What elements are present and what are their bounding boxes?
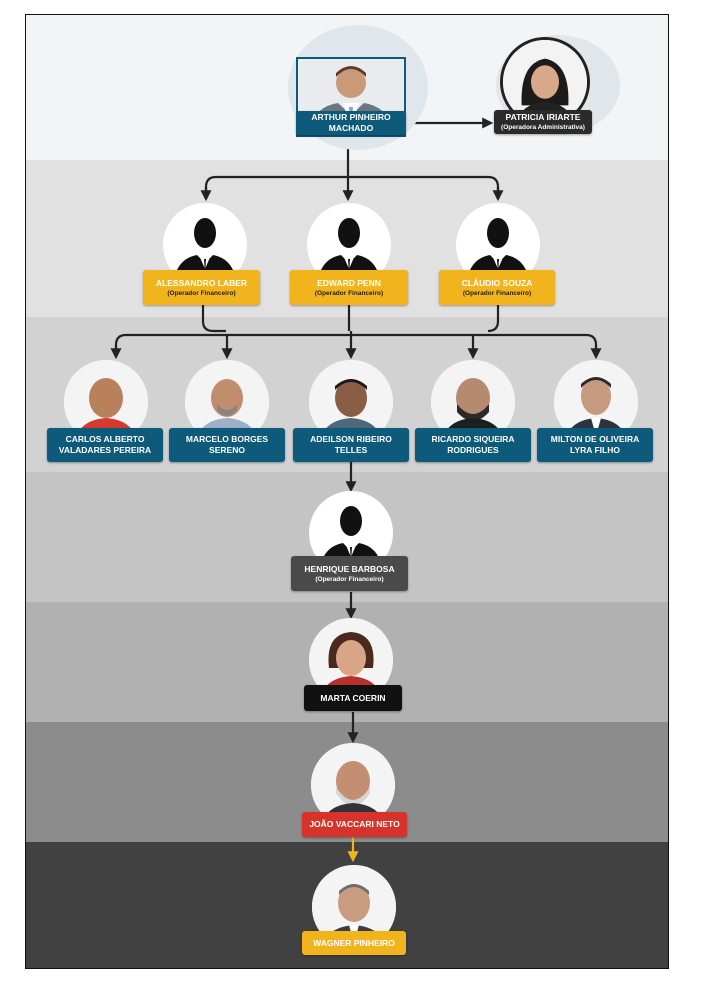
org-chart: ARTHUR PINHEIRO MACHADO PATRICIA IRIARTE…: [25, 14, 669, 969]
carlos-line2: VALADARES PEREIRA: [58, 445, 152, 455]
alessandro-name: ALESSANDRO LABER: [155, 277, 248, 288]
line-claudio-down: [487, 305, 500, 333]
adeilson-line2: TELLES: [334, 445, 368, 455]
joao-label: JOÃO VACCARI NETO: [302, 812, 407, 837]
alessandro-role: (Operador Financeiro): [167, 289, 236, 297]
ricardo-label: RICARDO SIQUEIRA RODRIGUES: [415, 428, 531, 462]
marta-label: MARTA COERIN: [304, 685, 402, 711]
joao-name: JOÃO VACCARI NETO: [309, 819, 400, 829]
marta-name: MARTA COERIN: [320, 692, 386, 703]
ricardo-line1: RICARDO SIQUEIRA: [431, 434, 515, 444]
patricia-name: PATRICIA IRIARTE: [505, 112, 581, 122]
wagner-label: WAGNER PINHEIRO: [302, 931, 406, 955]
marcelo-line2: SERENO: [209, 445, 245, 455]
claudio-name: CLÁUDIO SOUZA: [461, 277, 533, 288]
arthur-label: ARTHUR PINHEIRO MACHADO: [296, 111, 406, 135]
claudio-role: (Operador Financeiro): [462, 289, 532, 297]
henrique-label: HENRIQUE BARBOSA (Operador Financeiro): [291, 556, 408, 591]
milton-label: MILTON DE OLIVEIRA LYRA FILHO: [537, 428, 653, 462]
arthur-name-line1: ARTHUR PINHEIRO: [311, 112, 391, 122]
arthur-name-line2: MACHADO: [328, 123, 374, 133]
carlos-label: CARLOS ALBERTO VALADARES PEREIRA: [47, 428, 163, 462]
edward-label: EDWARD PENN (Operador Financeiro): [290, 270, 408, 305]
edward-name: EDWARD PENN: [317, 277, 381, 288]
patricia-label: PATRICIA IRIARTE (Operadora Administrati…: [494, 110, 592, 134]
milton-line1: MILTON DE OLIVEIRA: [550, 434, 640, 444]
henrique-name: HENRIQUE BARBOSA: [304, 563, 395, 574]
henrique-role: (Operador Financeiro): [315, 575, 384, 583]
adeilson-line1: ADEILSON RIBEIRO: [310, 434, 392, 444]
line-level2-bar: [204, 175, 500, 199]
ricardo-line2: RODRIGUES: [447, 445, 499, 455]
claudio-label: CLÁUDIO SOUZA (Operador Financeiro): [439, 270, 555, 305]
adeilson-label: ADEILSON RIBEIRO TELLES: [293, 428, 409, 462]
carlos-line1: CARLOS ALBERTO: [65, 434, 145, 444]
connector-lines: [110, 117, 602, 863]
patricia-role: (Operadora Administrativa): [501, 124, 585, 131]
edward-role: (Operador Financeiro): [314, 289, 384, 297]
line-alessandro-down: [201, 305, 226, 333]
marcelo-label: MARCELO BORGES SERENO: [169, 428, 285, 462]
alessandro-label: ALESSANDRO LABER (Operador Financeiro): [143, 270, 260, 305]
wagner-name: WAGNER PINHEIRO: [313, 937, 395, 948]
milton-line2: LYRA FILHO: [570, 445, 620, 455]
line-level3-bar: [114, 333, 598, 357]
marcelo-line1: MARCELO BORGES: [185, 434, 269, 444]
